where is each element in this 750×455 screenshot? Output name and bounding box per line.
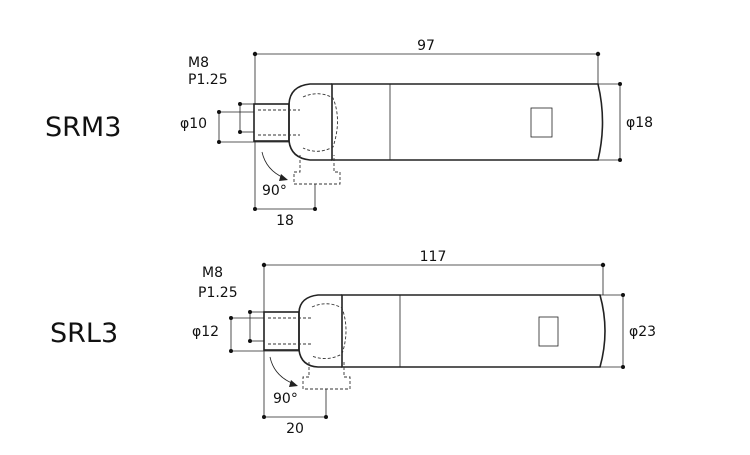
dim-dot <box>618 82 622 86</box>
angle-label: 90° <box>262 183 287 199</box>
dim-dot <box>253 207 257 211</box>
dim-dot <box>261 262 267 268</box>
dim-dot <box>248 310 252 314</box>
dim-dot <box>313 207 317 211</box>
thread-size-label: M8 <box>188 55 209 71</box>
ball-head <box>298 294 342 368</box>
dim-dot <box>621 365 625 369</box>
rotation-arrow <box>269 356 295 385</box>
body-outline <box>331 83 604 161</box>
thread-size-label: M8 <box>202 265 223 281</box>
offset-label: 20 <box>286 421 304 437</box>
stud-diameter-label: φ12 <box>192 324 219 340</box>
dim-dot <box>217 140 221 144</box>
srm3-drawing: SRM3 90° 97 M8 P1.25 φ10 <box>45 38 653 229</box>
ball-hidden <box>311 303 347 359</box>
dim-dot <box>621 293 625 297</box>
arrow-head-icon <box>279 174 288 181</box>
dim-dot <box>252 51 258 57</box>
threaded-stud <box>263 311 300 351</box>
dim-dot <box>238 102 242 106</box>
arrow-head-icon <box>289 380 298 387</box>
dim-dot <box>595 51 601 57</box>
body-diameter-label: φ23 <box>629 324 656 340</box>
model-label: SRM3 <box>45 112 121 143</box>
wrench-flat <box>530 107 553 138</box>
body-diameter-label: φ18 <box>626 115 653 131</box>
dim-dot <box>248 339 252 343</box>
thread-pitch-label: P1.25 <box>188 72 228 88</box>
dim-dot <box>217 110 221 114</box>
dim-dot <box>618 158 622 162</box>
length-label: 117 <box>420 249 447 265</box>
angle-label: 90° <box>273 391 298 407</box>
srl3-drawing: SRL3 90° 117 M8 P1.25 φ12 <box>50 249 656 437</box>
dim-dot <box>238 130 242 134</box>
rotated-stud-phantom <box>302 362 351 390</box>
dim-dot <box>324 415 328 419</box>
dim-dot <box>229 349 233 353</box>
dim-dot <box>600 262 606 268</box>
dim-dot <box>262 415 266 419</box>
ball-hidden <box>302 93 338 152</box>
model-label: SRL3 <box>50 318 118 349</box>
offset-label: 18 <box>276 213 294 229</box>
threaded-stud <box>253 103 290 142</box>
body-outline <box>341 294 606 368</box>
thread-pitch-label: P1.25 <box>198 285 238 301</box>
wrench-flat <box>538 316 559 347</box>
dim-dot <box>229 316 233 320</box>
stud-diameter-label: φ10 <box>180 116 207 132</box>
rotated-stud-phantom <box>293 155 341 185</box>
length-label: 97 <box>417 38 435 54</box>
ball-head <box>288 83 332 161</box>
rotation-arrow <box>261 151 285 179</box>
